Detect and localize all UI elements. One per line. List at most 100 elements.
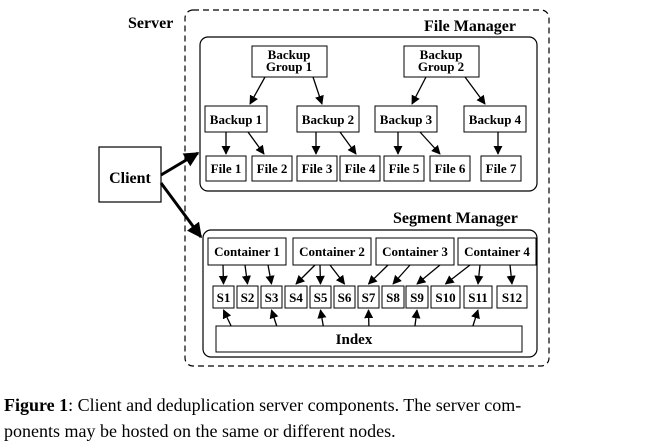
- segment-label: S8: [386, 290, 400, 305]
- segment-s8: S8: [381, 285, 405, 309]
- segment-manager-label: Segment Manager: [393, 210, 518, 227]
- backup-group-2-line2: Group 2: [418, 59, 464, 74]
- backup-2: Backup 2: [296, 105, 360, 133]
- backup-1: Backup 1: [204, 105, 268, 133]
- segment-s5: S5: [309, 285, 332, 309]
- file-7-label: File 7: [486, 161, 517, 176]
- segment-s9: S9: [405, 285, 429, 309]
- index-label: Index: [336, 332, 373, 348]
- segment-label: S11: [468, 290, 488, 305]
- backup-4: Backup 4: [463, 105, 527, 133]
- segment-cell: [496, 285, 528, 309]
- backup-group-2-line1: Backup: [420, 47, 463, 62]
- container-3-label: Container 3: [382, 244, 448, 259]
- segment-label: S10: [435, 290, 455, 305]
- backup-4-label: Backup 4: [469, 112, 522, 127]
- index-to-s1-arrow: [222, 309, 232, 327]
- segment-s11: S11: [463, 285, 493, 309]
- file-1: File 1: [205, 155, 247, 182]
- index-to-s11-arrow: [471, 309, 480, 327]
- client-to-segment-manager-arrow: [159, 182, 203, 239]
- segment-cell: [260, 285, 283, 309]
- segment-s12: S12: [496, 285, 528, 309]
- segment-label: S12: [502, 290, 522, 305]
- container-1: Container 1: [207, 237, 287, 266]
- group1-backup1-arrow: [249, 76, 266, 105]
- file-manager-label: File Manager: [424, 18, 516, 35]
- segment-s4: S4: [284, 285, 308, 309]
- server-boundary: [184, 9, 550, 367]
- segment-s2: S2: [236, 285, 259, 309]
- backup-2-label: Backup 2: [302, 112, 354, 127]
- segment-s3: S3: [260, 285, 283, 309]
- container-to-s9-arrow: [416, 264, 441, 285]
- file-1-label: File 1: [211, 161, 242, 176]
- segment-cell: [381, 285, 405, 309]
- container-to-s10-arrow: [444, 264, 471, 285]
- backup-3: Backup 3: [374, 105, 438, 133]
- figure-caption: Figure 1: Client and deduplication serve…: [4, 392, 649, 444]
- container-to-s3-arrow: [265, 264, 275, 285]
- segment-s10: S10: [430, 285, 461, 309]
- segment-cell: [333, 285, 356, 309]
- container-to-s8-arrow: [392, 264, 411, 285]
- container-4: Container 4: [457, 237, 537, 266]
- segment-s6: S6: [333, 285, 356, 309]
- segment-cell: [463, 285, 493, 309]
- segment-cell: [212, 285, 235, 309]
- client-to-file-manager-arrow: [160, 151, 200, 177]
- container-4-label: Container 4: [464, 244, 530, 259]
- backup1-file2-arrow: [247, 131, 265, 155]
- client-label: Client: [109, 170, 151, 187]
- group2-backup4-arrow: [464, 76, 486, 105]
- backup-group-1-line1: Backup: [268, 47, 311, 62]
- segment-cell: [284, 285, 308, 309]
- index-box: Index: [215, 325, 523, 353]
- file-4: File 4: [339, 155, 381, 182]
- segment-label: S2: [241, 290, 255, 305]
- group2-backup3-arrow: [411, 76, 427, 105]
- container-1-label: Container 1: [214, 244, 280, 259]
- segment-label: S9: [410, 290, 424, 305]
- index-to-s5-arrow: [317, 309, 327, 327]
- segment-label: S7: [362, 290, 376, 305]
- backup3-file6-arrow: [419, 131, 441, 155]
- container-to-s1-arrow: [218, 264, 228, 285]
- container-to-s11-arrow: [474, 264, 484, 285]
- backup-group-1: Backup Group 1: [251, 45, 328, 78]
- server-label: Server: [128, 15, 173, 32]
- segment-cell: [405, 285, 429, 309]
- segments-row: S1 S2 S3 S4 S5 S6 S7 S8 S9 S10 S11 S12: [212, 285, 528, 309]
- segment-label: S5: [314, 290, 328, 305]
- index-segment-arrows: [222, 309, 480, 327]
- file-6: File 6: [429, 155, 471, 182]
- file-4-label: File 4: [345, 161, 376, 176]
- file-7: File 7: [480, 155, 522, 182]
- file-5: File 5: [383, 155, 425, 182]
- segment-cell: [309, 285, 332, 309]
- backup-3-label: Backup 3: [380, 112, 433, 127]
- container-to-s6-arrow: [329, 264, 346, 285]
- figure-caption-line2: ponents may be hosted on the same or dif…: [4, 421, 396, 441]
- figure-caption-line1: : Client and deduplication server compon…: [68, 395, 522, 415]
- segment-cell: [357, 285, 380, 309]
- segment-label: S4: [289, 290, 303, 305]
- container-to-s7-arrow: [367, 264, 389, 285]
- segment-label: S6: [338, 290, 352, 305]
- segment-s1: S1: [212, 285, 235, 309]
- container-2: Container 2: [292, 237, 372, 266]
- container-segment-arrows: [218, 264, 516, 285]
- backup-group-2: Backup Group 2: [403, 45, 480, 78]
- segment-manager-box: [202, 229, 538, 358]
- container-to-s12-arrow: [506, 264, 516, 285]
- container-to-s4-arrow: [295, 264, 316, 285]
- backup-group-1-line2: Group 1: [266, 59, 312, 74]
- container-to-s2-arrow: [241, 264, 251, 285]
- file-5-label: File 5: [389, 161, 420, 176]
- file-3: File 3: [296, 155, 338, 182]
- file-6-label: File 6: [435, 161, 466, 176]
- index-to-s3-arrow: [269, 309, 279, 327]
- segment-s7: S7: [357, 285, 380, 309]
